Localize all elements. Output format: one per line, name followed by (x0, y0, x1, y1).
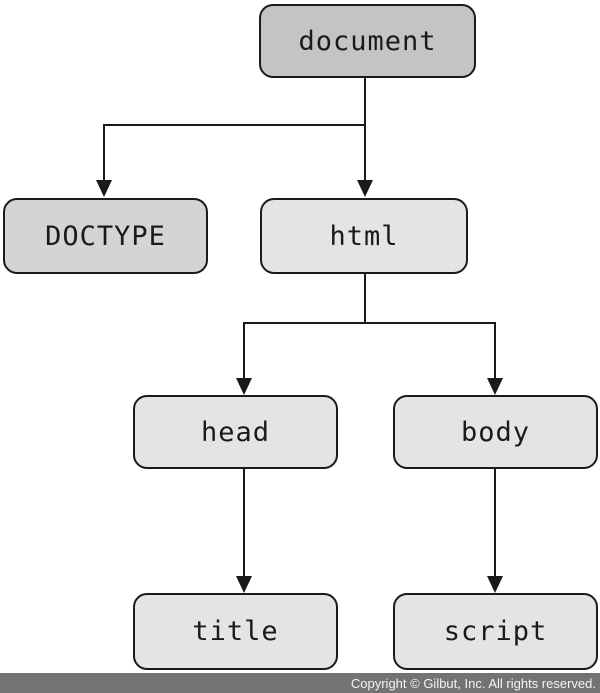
node-document: document (259, 4, 476, 78)
node-head: head (133, 395, 338, 469)
node-title: title (133, 593, 338, 670)
node-script: script (393, 593, 598, 670)
arrowhead-to-html (357, 180, 373, 197)
arrowhead-to-title (236, 576, 252, 593)
arrowhead-to-head (236, 378, 252, 395)
arrowhead-to-doctype (96, 180, 112, 197)
copyright-bar: Copyright © Gilbut, Inc. All rights rese… (0, 673, 600, 693)
copyright-text: Copyright © Gilbut, Inc. All rights rese… (350, 675, 596, 691)
arrowhead-to-script (487, 576, 503, 593)
node-doctype: DOCTYPE (3, 198, 208, 274)
arrowhead-to-body (487, 378, 503, 395)
node-html: html (260, 198, 468, 274)
node-body: body (393, 395, 598, 469)
